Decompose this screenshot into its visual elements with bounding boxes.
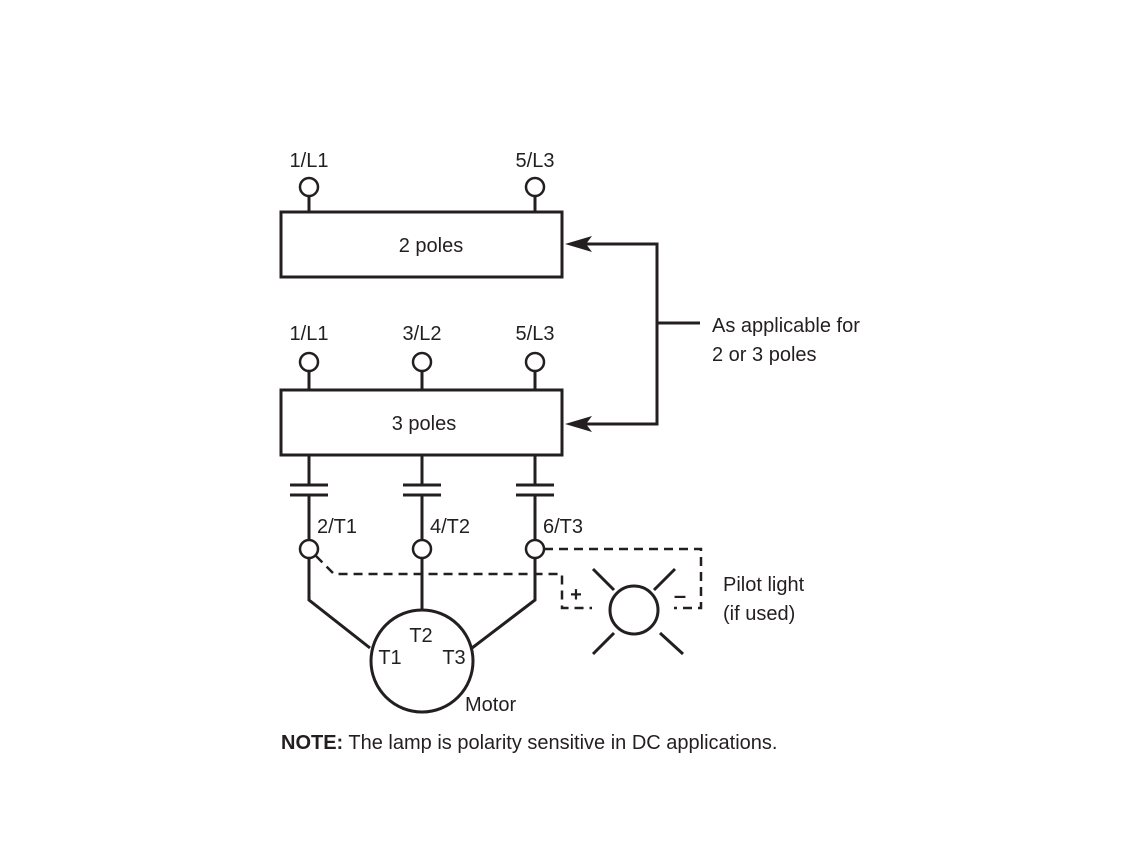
lamp-ray-3	[591, 631, 616, 656]
motor-winding-t2: T2	[409, 625, 432, 647]
note-text: The lamp is polarity sensitive in DC app…	[343, 732, 777, 754]
pilot-light-label-2: (if used)	[723, 603, 795, 625]
polarity-note: NOTE: The lamp is polarity sensitive in …	[281, 732, 778, 754]
three-pole-terminal-label-2: 3/L2	[403, 323, 442, 345]
load-terminal-1	[298, 538, 320, 560]
three-pole-block: 1/L1 3/L2 5/L3 3 poles	[279, 323, 564, 457]
three-pole-terminal-3	[524, 351, 546, 373]
lamp-bulb	[608, 584, 660, 636]
two-pole-box	[279, 210, 564, 279]
two-pole-box-label: 2 poles	[399, 235, 464, 257]
motor-wiring	[307, 558, 537, 650]
lamp-ray-1	[591, 567, 616, 592]
note-prefix: NOTE:	[281, 732, 343, 754]
bracket-line	[585, 242, 659, 426]
load-terminal-label-1: 2/T1	[317, 516, 357, 538]
arrow-to-three-pole-icon	[565, 416, 592, 432]
three-pole-terminal-2	[411, 351, 433, 373]
pilot-lamp-icon	[591, 567, 685, 656]
two-pole-terminal-2	[524, 176, 546, 198]
pilot-wire-positive	[315, 555, 592, 610]
bracket-annotation-line-1: As applicable for	[712, 315, 860, 337]
load-terminal-2	[411, 538, 433, 560]
pilot-wire-negative	[544, 547, 703, 610]
two-pole-terminal-label-2: 5/L3	[516, 150, 555, 172]
three-pole-terminal-label-1: 1/L1	[290, 323, 329, 345]
two-pole-block: 1/L1 5/L3 2 poles	[279, 150, 564, 279]
two-pole-terminal-label-1: 1/L1	[290, 150, 329, 172]
pilot-light-label-1: Pilot light	[723, 574, 805, 596]
load-terminal-label-3: 6/T3	[543, 516, 583, 538]
pilot-plus-sign: +	[570, 584, 582, 606]
lamp-ray-4	[658, 631, 685, 656]
three-pole-terminal-1	[298, 351, 320, 373]
load-terminal-3	[524, 538, 546, 560]
pilot-light-circuit: + –	[315, 547, 703, 610]
motor-winding-t1: T1	[378, 647, 401, 669]
two-pole-terminal-1	[298, 176, 320, 198]
load-terminals: 2/T1 4/T2 6/T3	[298, 516, 583, 560]
applicability-bracket: As applicable for 2 or 3 poles	[565, 236, 860, 432]
motor-wire-t3	[471, 558, 537, 650]
load-terminal-label-2: 4/T2	[430, 516, 470, 538]
contact-set	[290, 455, 554, 539]
motor-circle	[369, 608, 475, 714]
lamp-ray-2	[652, 567, 677, 592]
motor-label: Motor	[465, 694, 516, 716]
three-pole-terminal-label-3: 5/L3	[516, 323, 555, 345]
pilot-minus-sign: –	[674, 583, 686, 608]
motor-winding-t3: T3	[442, 647, 465, 669]
arrow-to-two-pole-icon	[565, 236, 592, 252]
bracket-annotation-line-2: 2 or 3 poles	[712, 344, 817, 366]
motor: T2 T1 T3 Motor	[369, 608, 516, 716]
three-pole-box-label: 3 poles	[392, 413, 457, 435]
motor-wire-t1	[307, 558, 371, 650]
